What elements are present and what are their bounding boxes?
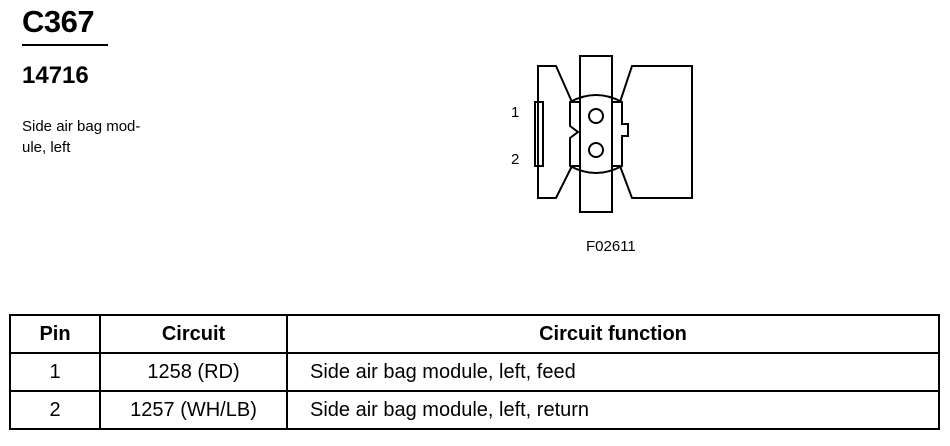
connector-body-left [537,65,581,199]
pin-cavity [569,94,629,174]
connector-id-underline [22,44,108,46]
column-header-pin: Pin [9,314,101,354]
table-header-row: Pin Circuit Circuit function [9,314,940,354]
function-cell: Side air bag module, left, return [286,390,940,430]
pin-cell: 1 [9,352,101,392]
circuit-cell: 1257 (WH/LB) [99,390,288,430]
pin-label-2: 2 [511,151,520,168]
pin-housing [579,55,613,213]
pin-1-terminal [588,108,604,124]
column-header-circuit: Circuit [99,314,288,354]
pin-label-1: 1 [511,104,520,121]
function-cell: Side air bag module, left, feed [286,352,940,392]
connector-id: C367 [22,4,95,39]
connector-description: Side air bag mod- ule, left [22,116,182,158]
description-line-2: ule, left [22,139,71,156]
figure-code: F02611 [586,238,636,255]
pinout-table: Pin Circuit Circuit function 1 1258 (RD)… [9,314,940,430]
pin-cell: 2 [9,390,101,430]
description-line-1: Side air bag mod- [22,118,141,135]
column-header-function: Circuit function [286,314,940,354]
table-row: 2 1257 (WH/LB) Side air bag module, left… [9,390,940,430]
circuit-cell: 1258 (RD) [99,352,288,392]
connector-face-diagram [534,55,693,213]
table-row: 1 1258 (RD) Side air bag module, left, f… [9,352,940,392]
connector-body-right [611,65,693,199]
pin-2-terminal [588,142,604,158]
part-number: 14716 [22,62,89,89]
